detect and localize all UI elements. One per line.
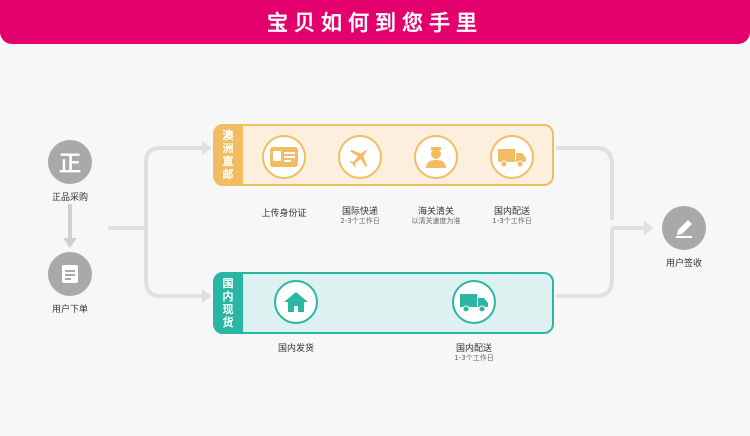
page-title: 宝贝如何到您手里 bbox=[267, 11, 483, 35]
step-domestic-ship bbox=[274, 280, 318, 324]
tab-domestic-stock: 国内现货 bbox=[213, 272, 243, 334]
zheng-circle: 正 bbox=[48, 140, 92, 184]
label-user-sign: 用户签收 bbox=[665, 259, 703, 269]
label-intl-express: 国际快递 bbox=[341, 207, 379, 217]
pen-icon bbox=[676, 220, 692, 238]
truck-icon bbox=[460, 294, 488, 313]
flow-connectors bbox=[63, 141, 654, 310]
customs-officer-icon bbox=[426, 147, 446, 168]
airplane-icon bbox=[349, 149, 368, 168]
connector-merge-au bbox=[556, 146, 614, 220]
arrow-into-au bbox=[202, 141, 212, 155]
label-domestic-ship: 国内发货 bbox=[277, 344, 315, 354]
step-id-card bbox=[262, 135, 306, 179]
label-purchase: 正品采购 bbox=[51, 193, 89, 203]
sign-circle bbox=[662, 206, 706, 250]
label-user-order: 用户下单 bbox=[51, 305, 89, 315]
label-domestic-delivery-dm: 国内配送 bbox=[455, 344, 493, 354]
tab-australia-direct: 澳洲直邮 bbox=[213, 124, 243, 186]
connector-branch-au bbox=[144, 146, 204, 228]
sub-domestic-delivery-dm: 1-3个工作日 bbox=[454, 354, 494, 362]
order-form-icon bbox=[62, 265, 78, 283]
diagram-canvas: 正 正品采购 用户下单 澳洲直邮 bbox=[0, 44, 750, 436]
zheng-glyph: 正 bbox=[58, 152, 81, 177]
label-customs: 海关清关 bbox=[417, 207, 455, 217]
panel-domestic-stock: 国内现货 bbox=[213, 272, 554, 334]
sub-intl-express: 2-3个工作日 bbox=[340, 217, 380, 225]
arrow-left-down bbox=[63, 238, 77, 248]
step-customs bbox=[414, 135, 458, 179]
step-intl-express bbox=[338, 135, 382, 179]
sub-domestic-delivery-au: 1-3个工作日 bbox=[492, 217, 532, 225]
order-circle bbox=[48, 252, 92, 296]
header-banner: 宝贝如何到您手里 bbox=[0, 0, 750, 44]
label-domestic-delivery-au: 国内配送 bbox=[493, 207, 531, 217]
connector-merge-dm bbox=[556, 228, 614, 298]
sub-customs: 以清关速度为准 bbox=[411, 217, 461, 225]
arrow-into-dm bbox=[202, 289, 212, 303]
truck-icon bbox=[498, 149, 526, 168]
connector-branch-dm bbox=[144, 228, 204, 298]
label-upload-id: 上传身份证 bbox=[261, 209, 307, 219]
house-icon bbox=[284, 292, 308, 312]
step-domestic-delivery-au bbox=[490, 135, 534, 179]
arrow-into-right bbox=[644, 221, 654, 235]
step-domestic-delivery-dm bbox=[452, 280, 496, 324]
id-card-icon bbox=[270, 147, 298, 167]
